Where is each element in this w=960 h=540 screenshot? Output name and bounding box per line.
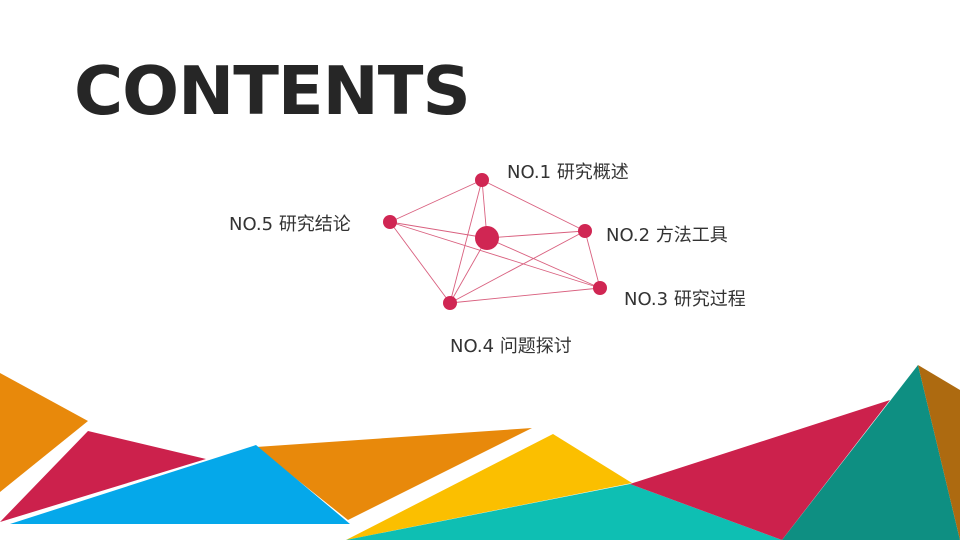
toc-item-1[interactable]: NO.1 研究概述 xyxy=(507,164,629,182)
toc-item-text: 研究概述 xyxy=(556,162,629,183)
network-link xyxy=(389,221,451,304)
toc-item-text: 问题探讨 xyxy=(499,336,572,357)
toc-item-5[interactable]: NO.5 研究结论 xyxy=(229,216,351,234)
network-link xyxy=(389,221,601,289)
orange-triangle-center xyxy=(256,428,532,520)
brown-triangle xyxy=(918,365,960,540)
toc-item-number: NO.1 xyxy=(507,162,552,183)
network-node xyxy=(443,296,457,310)
network-node xyxy=(383,215,397,229)
network-node xyxy=(475,173,489,187)
network-link xyxy=(481,179,586,232)
network-link xyxy=(486,230,586,239)
network-link xyxy=(389,179,483,223)
toc-item-text: 方法工具 xyxy=(655,225,728,246)
network-link xyxy=(486,237,601,289)
network-link xyxy=(449,230,586,304)
toc-item-text: 研究结论 xyxy=(278,214,351,235)
toc-item-3[interactable]: NO.3 研究过程 xyxy=(624,291,746,309)
toc-item-2[interactable]: NO.2 方法工具 xyxy=(606,227,728,245)
toc-item-number: NO.3 xyxy=(624,289,669,310)
network-link xyxy=(389,221,488,239)
network-link xyxy=(449,179,483,304)
toc-item-number: NO.2 xyxy=(606,225,651,246)
toc-item-number: NO.4 xyxy=(450,336,495,357)
network-center-node xyxy=(475,226,499,250)
toc-item-number: NO.5 xyxy=(229,214,274,235)
teal-triangle xyxy=(346,484,782,540)
crimson-triangle-right xyxy=(630,400,890,540)
network-node xyxy=(578,224,592,238)
yellow-triangle xyxy=(346,434,632,540)
page-title: CONTENTS xyxy=(74,52,471,130)
blue-triangle xyxy=(10,445,350,524)
orange-triangle-left xyxy=(0,373,88,492)
toc-item-4[interactable]: NO.4 问题探讨 xyxy=(450,338,572,356)
network-link xyxy=(449,237,488,304)
network-link xyxy=(584,230,601,289)
network-node xyxy=(593,281,607,295)
dark-teal-triangle xyxy=(782,365,960,540)
network-link xyxy=(449,287,601,304)
crimson-triangle-left xyxy=(0,431,206,522)
toc-item-text: 研究过程 xyxy=(673,289,746,310)
